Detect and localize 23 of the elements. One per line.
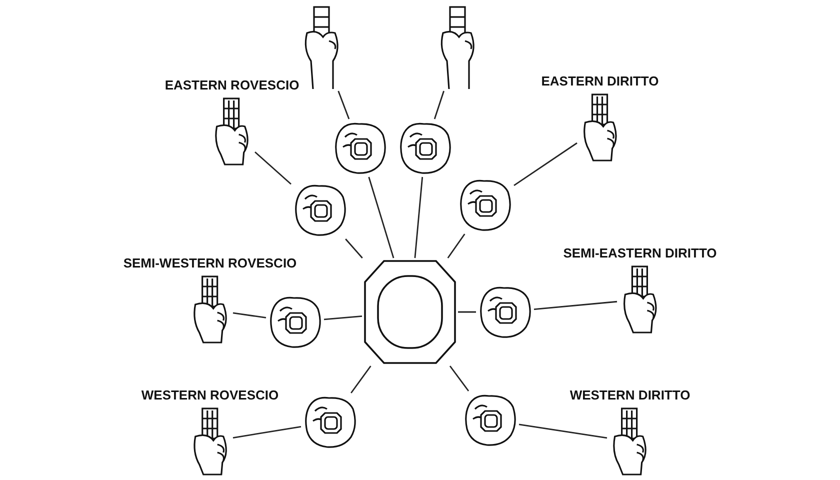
connector-line xyxy=(434,90,444,120)
connector-line xyxy=(324,315,362,320)
connector-line xyxy=(232,312,266,318)
connector-line xyxy=(368,176,394,258)
grip-label: WESTERN ROVESCIO xyxy=(141,388,279,402)
connector-line xyxy=(350,366,372,394)
connector-line xyxy=(345,238,363,258)
connector-line xyxy=(518,424,608,439)
grip-label: EASTERN DIRITTO xyxy=(541,74,659,88)
connector-line xyxy=(514,142,578,186)
connector-line xyxy=(447,234,466,258)
connector-line xyxy=(414,176,424,258)
grip-label: WESTERN DIRITTO xyxy=(570,388,690,402)
connector-line xyxy=(232,426,302,438)
connector-line xyxy=(338,90,350,120)
grip-label: SEMI-WESTERN ROVESCIO xyxy=(123,256,297,270)
connector-line xyxy=(449,366,470,392)
grip-label: SEMI-EASTERN DIRITTO xyxy=(563,246,717,260)
connector-line xyxy=(458,311,476,313)
connector-line xyxy=(254,152,292,185)
racket-handle-drawing xyxy=(362,258,458,366)
connector-line xyxy=(534,300,618,310)
grip-label: EASTERN ROVESCIO xyxy=(164,78,300,92)
